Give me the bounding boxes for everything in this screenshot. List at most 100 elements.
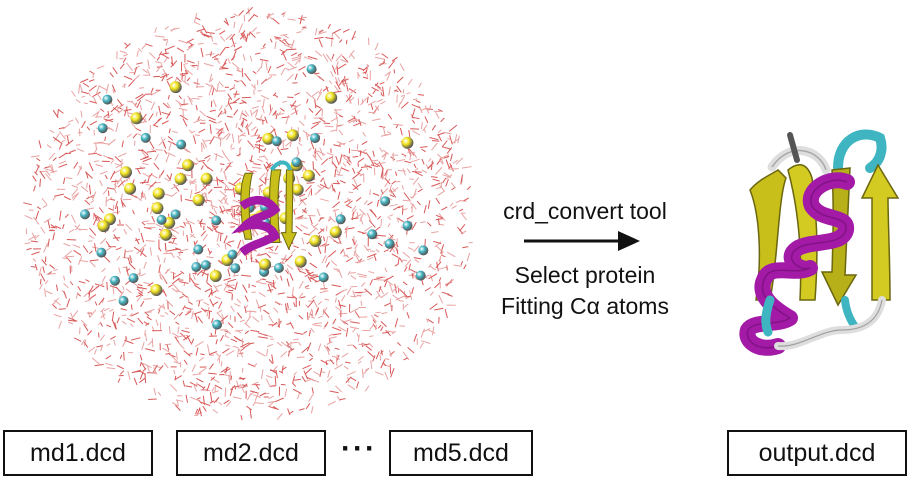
water-molecule xyxy=(401,184,404,190)
water-molecule xyxy=(122,266,129,269)
water-molecule xyxy=(64,134,71,137)
water-molecule xyxy=(287,96,294,99)
step-fitting-atoms: Fitting Cα atoms xyxy=(501,293,669,319)
water-molecule xyxy=(337,63,347,70)
water-molecule xyxy=(250,188,254,194)
water-molecule xyxy=(420,221,426,224)
water-molecule xyxy=(305,269,310,275)
water-molecule xyxy=(303,330,308,334)
water-molecule xyxy=(356,294,362,297)
water-molecule xyxy=(310,141,315,150)
water-molecule xyxy=(352,173,360,180)
water-molecule xyxy=(437,153,444,160)
water-molecule xyxy=(34,171,38,176)
water-molecule xyxy=(144,311,150,317)
water-molecule xyxy=(203,301,210,306)
water-molecule xyxy=(100,108,105,113)
water-molecule xyxy=(143,281,152,285)
water-molecule xyxy=(109,170,116,180)
water-molecule xyxy=(388,60,396,69)
water-molecule xyxy=(368,342,374,348)
water-molecule xyxy=(130,323,134,328)
water-molecule xyxy=(382,86,385,97)
water-molecule xyxy=(324,321,329,328)
water-molecule xyxy=(239,383,245,393)
water-molecule xyxy=(437,108,443,112)
water-molecule xyxy=(371,314,377,323)
water-molecule xyxy=(447,137,452,141)
water-molecule xyxy=(133,246,142,253)
water-molecule xyxy=(350,321,360,324)
water-molecule xyxy=(239,319,245,323)
water-molecule xyxy=(59,131,66,140)
water-molecule xyxy=(231,37,236,48)
water-molecule xyxy=(155,111,158,117)
water-molecule xyxy=(280,350,288,358)
water-molecule xyxy=(213,58,219,60)
water-molecule xyxy=(114,156,122,163)
water-molecule xyxy=(326,341,333,345)
water-molecule xyxy=(361,140,368,146)
water-molecule xyxy=(217,312,224,320)
water-molecule xyxy=(307,252,312,257)
water-molecule xyxy=(175,321,180,325)
water-molecule xyxy=(137,168,141,175)
water-molecule xyxy=(260,282,267,285)
water-molecule xyxy=(417,182,422,189)
water-molecule xyxy=(89,259,99,262)
water-molecule xyxy=(66,135,70,145)
water-molecule xyxy=(177,326,180,334)
water-molecule xyxy=(375,104,380,111)
water-molecule xyxy=(91,357,100,365)
water-molecule xyxy=(298,65,306,71)
water-molecule xyxy=(282,366,287,371)
water-molecule xyxy=(367,351,375,358)
water-molecule xyxy=(431,176,438,178)
water-molecule xyxy=(52,157,57,162)
water-molecule xyxy=(84,199,91,205)
water-molecule xyxy=(261,369,264,379)
water-molecule xyxy=(309,276,318,283)
water-molecule xyxy=(438,213,446,221)
water-molecule xyxy=(124,106,128,117)
water-molecule xyxy=(316,152,323,161)
water-molecule xyxy=(185,217,190,225)
water-molecule xyxy=(80,78,89,83)
water-molecule xyxy=(262,98,265,108)
water-molecule xyxy=(227,268,231,277)
water-molecule xyxy=(265,280,275,285)
ion-sphere-yellow xyxy=(294,255,307,268)
water-molecule xyxy=(445,159,450,168)
water-molecule xyxy=(290,248,296,255)
water-molecule xyxy=(396,159,406,162)
water-molecule xyxy=(150,87,154,93)
water-molecule xyxy=(255,32,261,34)
water-molecule xyxy=(223,367,231,373)
water-molecule xyxy=(44,279,49,285)
water-molecule xyxy=(173,313,180,320)
water-molecule xyxy=(101,268,106,273)
water-molecule xyxy=(130,337,141,341)
water-molecule xyxy=(357,356,364,361)
water-molecule xyxy=(44,288,47,297)
water-molecule xyxy=(139,371,144,380)
water-molecule xyxy=(336,354,340,361)
water-molecule xyxy=(218,401,223,406)
water-molecule xyxy=(198,128,206,134)
water-molecule xyxy=(388,197,393,201)
water-molecule xyxy=(48,152,56,161)
ion-sphere-yellow xyxy=(169,81,182,94)
water-molecule xyxy=(291,57,301,62)
water-molecule xyxy=(357,67,365,71)
water-molecule xyxy=(190,64,196,68)
water-molecule xyxy=(324,256,328,264)
water-molecule xyxy=(160,273,167,283)
water-molecule xyxy=(414,167,419,171)
water-molecule xyxy=(276,341,283,347)
water-molecule xyxy=(268,251,278,255)
water-molecule xyxy=(183,335,191,341)
water-molecule xyxy=(180,270,185,275)
water-molecule xyxy=(301,376,307,383)
water-molecule xyxy=(379,81,385,85)
water-molecule xyxy=(369,209,376,216)
